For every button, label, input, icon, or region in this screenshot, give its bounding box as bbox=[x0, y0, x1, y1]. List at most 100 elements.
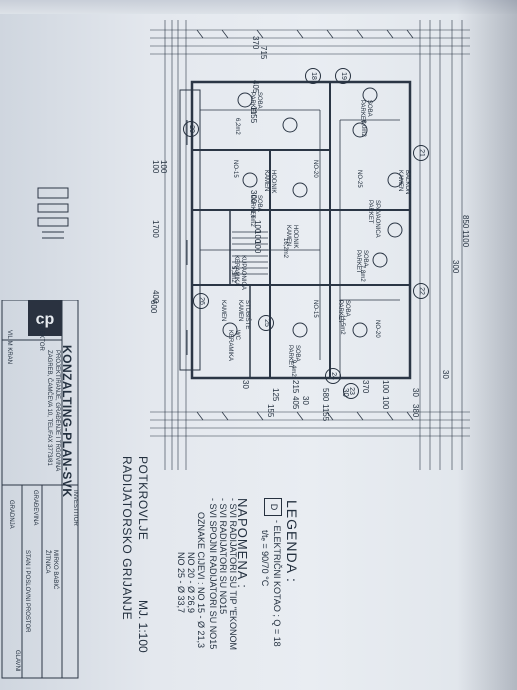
radiator-symbol bbox=[387, 172, 403, 188]
radiator-tag: NO-15 bbox=[312, 300, 318, 318]
investor-name: MIRKO BABIĆ bbox=[52, 550, 58, 590]
sheet-floor: POTKROVLJE bbox=[136, 456, 150, 541]
axis-marker: 18 bbox=[305, 68, 321, 84]
radiator-symbol bbox=[352, 322, 368, 338]
plan-line bbox=[196, 29, 204, 39]
axis-marker: 23 bbox=[343, 383, 359, 399]
room-name: SOBA bbox=[256, 195, 262, 212]
room-area: 9,6m2 bbox=[249, 210, 255, 227]
plan-line bbox=[326, 29, 334, 39]
room-name: HODNIK bbox=[270, 170, 276, 194]
plan-line bbox=[296, 411, 304, 421]
plan-line bbox=[296, 29, 304, 39]
plan-line bbox=[221, 411, 229, 421]
note-line: OZNAKE CIJEVI : NO 15 - Ø 21,3 bbox=[196, 512, 206, 649]
room-area: 16,2m2 bbox=[282, 238, 288, 259]
plan-line bbox=[196, 411, 204, 421]
legend-line-2: t/tₑ = 90/70 °C bbox=[260, 530, 270, 587]
radiator-symbol bbox=[362, 87, 378, 103]
note-line: NO 25 - Ø 33,7 bbox=[176, 552, 186, 614]
room-name: SPAVAONICA bbox=[374, 200, 380, 238]
note-line: - SVI RADIJATORI SU TIP "EKONOM bbox=[228, 498, 238, 651]
dimension-label: 600 bbox=[149, 300, 158, 314]
dimension-label: 155 bbox=[266, 404, 275, 418]
radiator-symbol bbox=[292, 182, 308, 198]
plan-line bbox=[356, 29, 364, 39]
company-stamp-icon bbox=[37, 187, 69, 239]
legend-line-1: - ELEKTRIČNI KOTAO ; Q = 18 bbox=[272, 520, 282, 647]
dimension-label: 30 bbox=[301, 396, 310, 405]
dimension-label: 715 bbox=[259, 46, 268, 60]
title-block-frame bbox=[1, 300, 79, 679]
radiator-tag: NO-20 bbox=[312, 160, 318, 178]
room-name: STUBIŠTE bbox=[244, 300, 250, 330]
note-line: - SVI SPOJNI RADIJATORI SU NO15 bbox=[208, 498, 218, 650]
project-name: ŽITNICA bbox=[44, 550, 50, 574]
page-shadow bbox=[457, 0, 517, 690]
radiator-symbol bbox=[387, 222, 403, 238]
plan-line bbox=[256, 411, 264, 421]
room-area: 6,2m2 bbox=[234, 118, 240, 135]
radiator-tag: NO-15 bbox=[232, 160, 238, 178]
note-line: - SVI RADIJATORI SU NO15 bbox=[218, 498, 228, 615]
radiator-symbol bbox=[372, 252, 388, 268]
note-line: NO 20 - Ø 26,9 bbox=[186, 552, 196, 614]
room-floor: KERAMIKA bbox=[227, 330, 233, 362]
construction-label: GRADNJA bbox=[8, 500, 14, 529]
room-floor: PARKET bbox=[249, 92, 255, 116]
axis-marker: 20 bbox=[183, 121, 199, 137]
dimension-label: 580 bbox=[321, 388, 330, 402]
plan-wall bbox=[190, 80, 412, 380]
radiator-symbol bbox=[292, 322, 308, 338]
building-name: STAN I POSLOVNI PROSTOR bbox=[24, 550, 30, 633]
room-name: SOBA bbox=[256, 92, 262, 109]
role-main: GLAVNI bbox=[14, 650, 20, 672]
plan-line bbox=[356, 411, 364, 421]
dimension-label: 30 bbox=[441, 370, 450, 379]
room-floor: KAMEN bbox=[237, 300, 243, 322]
radiator-symbol bbox=[237, 92, 253, 108]
plan-line bbox=[256, 29, 264, 39]
room-floor: KAMEN bbox=[397, 170, 403, 192]
room-name: HODNIK bbox=[292, 225, 298, 249]
company-name: KONZALTING-PLAN-SVK bbox=[60, 345, 74, 498]
dimension-label: 405 bbox=[291, 396, 300, 410]
sheet-scale: MJ. 1:100 bbox=[136, 600, 150, 653]
paper-fold bbox=[0, 0, 517, 14]
plan-line bbox=[221, 29, 229, 39]
dimension-label: 125 bbox=[271, 388, 280, 402]
svg-text:cp: cp bbox=[36, 311, 55, 328]
legend-title: LEGENDA : bbox=[284, 500, 300, 583]
radiator-symbol bbox=[222, 322, 238, 338]
room-name: BALKON bbox=[404, 170, 410, 195]
plan-line bbox=[406, 411, 414, 421]
dimension-label: 100 bbox=[381, 396, 390, 410]
radiator-tag: NO-20 bbox=[374, 320, 380, 338]
plan-line bbox=[386, 29, 394, 39]
radiator-symbol bbox=[242, 172, 258, 188]
dimension-label: 100 bbox=[381, 380, 390, 394]
radiator-symbol bbox=[282, 117, 298, 133]
plan-wall bbox=[179, 89, 201, 371]
dimension-label: 100 bbox=[253, 240, 262, 254]
room-name: SOBA bbox=[366, 100, 372, 117]
room-area: 9,4m2 bbox=[290, 360, 296, 377]
room-floor: KAMEN bbox=[263, 170, 269, 192]
room-floor: PARKET bbox=[367, 200, 373, 224]
radiator-symbol bbox=[352, 122, 368, 138]
author-name: VILIM KRAN bbox=[6, 330, 12, 365]
dimension-label: 1700 bbox=[151, 220, 160, 238]
company-logo-icon: cp bbox=[28, 300, 62, 336]
plan-line bbox=[386, 411, 394, 421]
dimension-label: 1155 bbox=[321, 404, 330, 422]
axis-marker: 25 bbox=[258, 315, 274, 331]
dimension-label: 30 bbox=[411, 388, 420, 397]
axis-marker: 19 bbox=[335, 68, 351, 84]
room-area: 5,3m2 bbox=[230, 266, 236, 283]
role-investor: INVESTITOR bbox=[72, 490, 78, 526]
plan-line bbox=[326, 411, 334, 421]
company-subtitle: PROJEKTIRANJE, GRAĐENJE I TRGOVINA bbox=[54, 350, 60, 472]
dimension-label: 30 bbox=[241, 380, 250, 389]
